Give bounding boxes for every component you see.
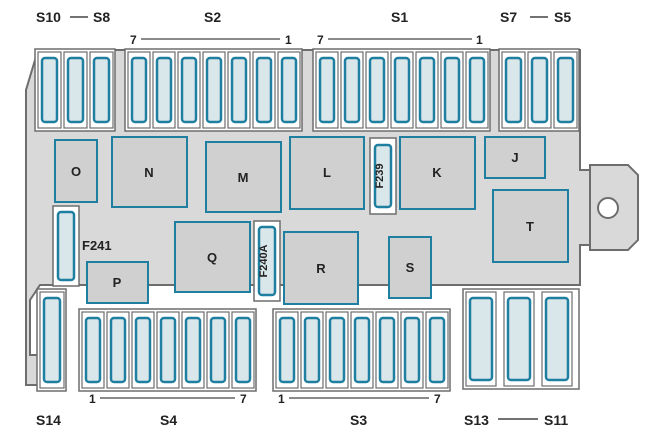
fuse-s4-fuse [109, 316, 127, 384]
s3-number-left: 1 [278, 392, 285, 406]
fuse-s1-fuse [368, 56, 386, 124]
fuse-s13-s11-fuse [506, 296, 532, 382]
fuse-s3-fuse [403, 316, 421, 384]
relay-R: R [283, 231, 359, 305]
fuse-s2-fuse [255, 56, 273, 124]
fuse-F240A: F240A [253, 220, 281, 302]
fuse-s7-s5-fuse [530, 56, 549, 124]
s4-number-right: 7 [240, 392, 247, 406]
fuse-s2-fuse [180, 56, 198, 124]
relay-O-label: O [71, 164, 81, 179]
fuse-s3-fuse [428, 316, 446, 384]
fuse-group-s14 [36, 288, 67, 392]
relay-S: S [388, 236, 432, 299]
relay-P: P [86, 261, 149, 304]
fuse-group-s7-s5 [498, 48, 580, 132]
label-s8: S8 [93, 9, 110, 25]
relay-J-label: J [511, 150, 518, 165]
fuse-s4-fuse [184, 316, 202, 384]
fuse-F239-label: F239 [374, 163, 386, 188]
fuse-s1-fuse [418, 56, 436, 124]
fuse-s4-fuse [84, 316, 102, 384]
relay-M: M [205, 141, 282, 213]
s1-number-right: 1 [476, 33, 483, 47]
mounting-hole [597, 197, 619, 219]
relay-K: K [399, 136, 476, 210]
relay-L: L [289, 136, 365, 210]
label-s7: S7 [500, 9, 517, 25]
fuse-s3-fuse [303, 316, 321, 384]
s2-number-right: 1 [285, 33, 292, 47]
fuse-s7-s5-fuse [556, 56, 575, 124]
fuse-s3-fuse [353, 316, 371, 384]
fuse-s4-fuse [134, 316, 152, 384]
s1-number-left: 7 [317, 33, 324, 47]
relay-R-label: R [316, 261, 326, 276]
label-s11: S11 [544, 412, 568, 428]
fuse-s10-s8-fuse [92, 56, 111, 124]
relay-S-label: S [406, 260, 415, 275]
fuse-s3-fuse [378, 316, 396, 384]
label-s13: S13 [464, 412, 489, 428]
fuse-s1-fuse [468, 56, 486, 124]
fuse-F241 [52, 205, 80, 287]
fuse-s10-s8-fuse [66, 56, 85, 124]
fuse-s13-s11-fuse [468, 296, 494, 382]
label-s5: S5 [554, 9, 571, 25]
relay-L-label: L [323, 165, 331, 180]
s2-number-left: 7 [130, 33, 137, 47]
fuse-F241-label: F241 [82, 238, 112, 253]
fuse-group-s10-s8 [34, 48, 116, 132]
fuse-s2-fuse [130, 56, 148, 124]
fuse-s4-fuse [234, 316, 252, 384]
fuse-s3-fuse [278, 316, 296, 384]
label-s10: S10 [36, 9, 61, 25]
fuse-s1-fuse [393, 56, 411, 124]
fuse-s7-s5-fuse [504, 56, 523, 124]
label-s3: S3 [350, 412, 367, 428]
fuse-s1-fuse [318, 56, 336, 124]
fuse-s14-fuse [42, 296, 62, 384]
fuse-s13-s11-fuse [544, 296, 570, 382]
relay-T: T [492, 189, 569, 263]
fuse-s3-fuse [328, 316, 346, 384]
relay-M-label: M [238, 170, 249, 185]
fuse-s2-fuse [205, 56, 223, 124]
relay-K-label: K [432, 165, 442, 180]
fuse-group-s2 [124, 48, 303, 132]
fuse-s4-fuse [159, 316, 177, 384]
fuse-group-s3 [272, 308, 451, 392]
fuse-group-s4 [78, 308, 257, 392]
fuse-group-s13-s11 [462, 288, 580, 390]
label-s1: S1 [391, 9, 408, 25]
fuse-s10-s8-fuse [40, 56, 59, 124]
label-s2: S2 [204, 9, 221, 25]
fuse-s2-fuse [155, 56, 173, 124]
fuse-F240A-label: F240A [258, 244, 270, 277]
relay-N: N [111, 136, 188, 208]
relay-Q: Q [174, 221, 251, 293]
relay-P-label: P [113, 275, 122, 290]
relay-O: O [54, 139, 98, 203]
relay-J: J [484, 136, 546, 179]
relay-N-label: N [144, 165, 153, 180]
fuse-s1-fuse [443, 56, 461, 124]
fuse-s4-fuse [209, 316, 227, 384]
fuse-s1-fuse [343, 56, 361, 124]
s3-number-right: 7 [434, 392, 441, 406]
label-s14: S14 [36, 412, 61, 428]
fuse-F239: F239 [369, 137, 397, 215]
s4-number-left: 1 [89, 392, 96, 406]
relay-Q-label: Q [207, 250, 217, 265]
label-s4: S4 [160, 412, 177, 428]
fuse-group-s1 [312, 48, 491, 132]
fuse-s2-fuse [230, 56, 248, 124]
relay-T-label: T [526, 219, 534, 234]
fuse-s2-fuse [280, 56, 298, 124]
